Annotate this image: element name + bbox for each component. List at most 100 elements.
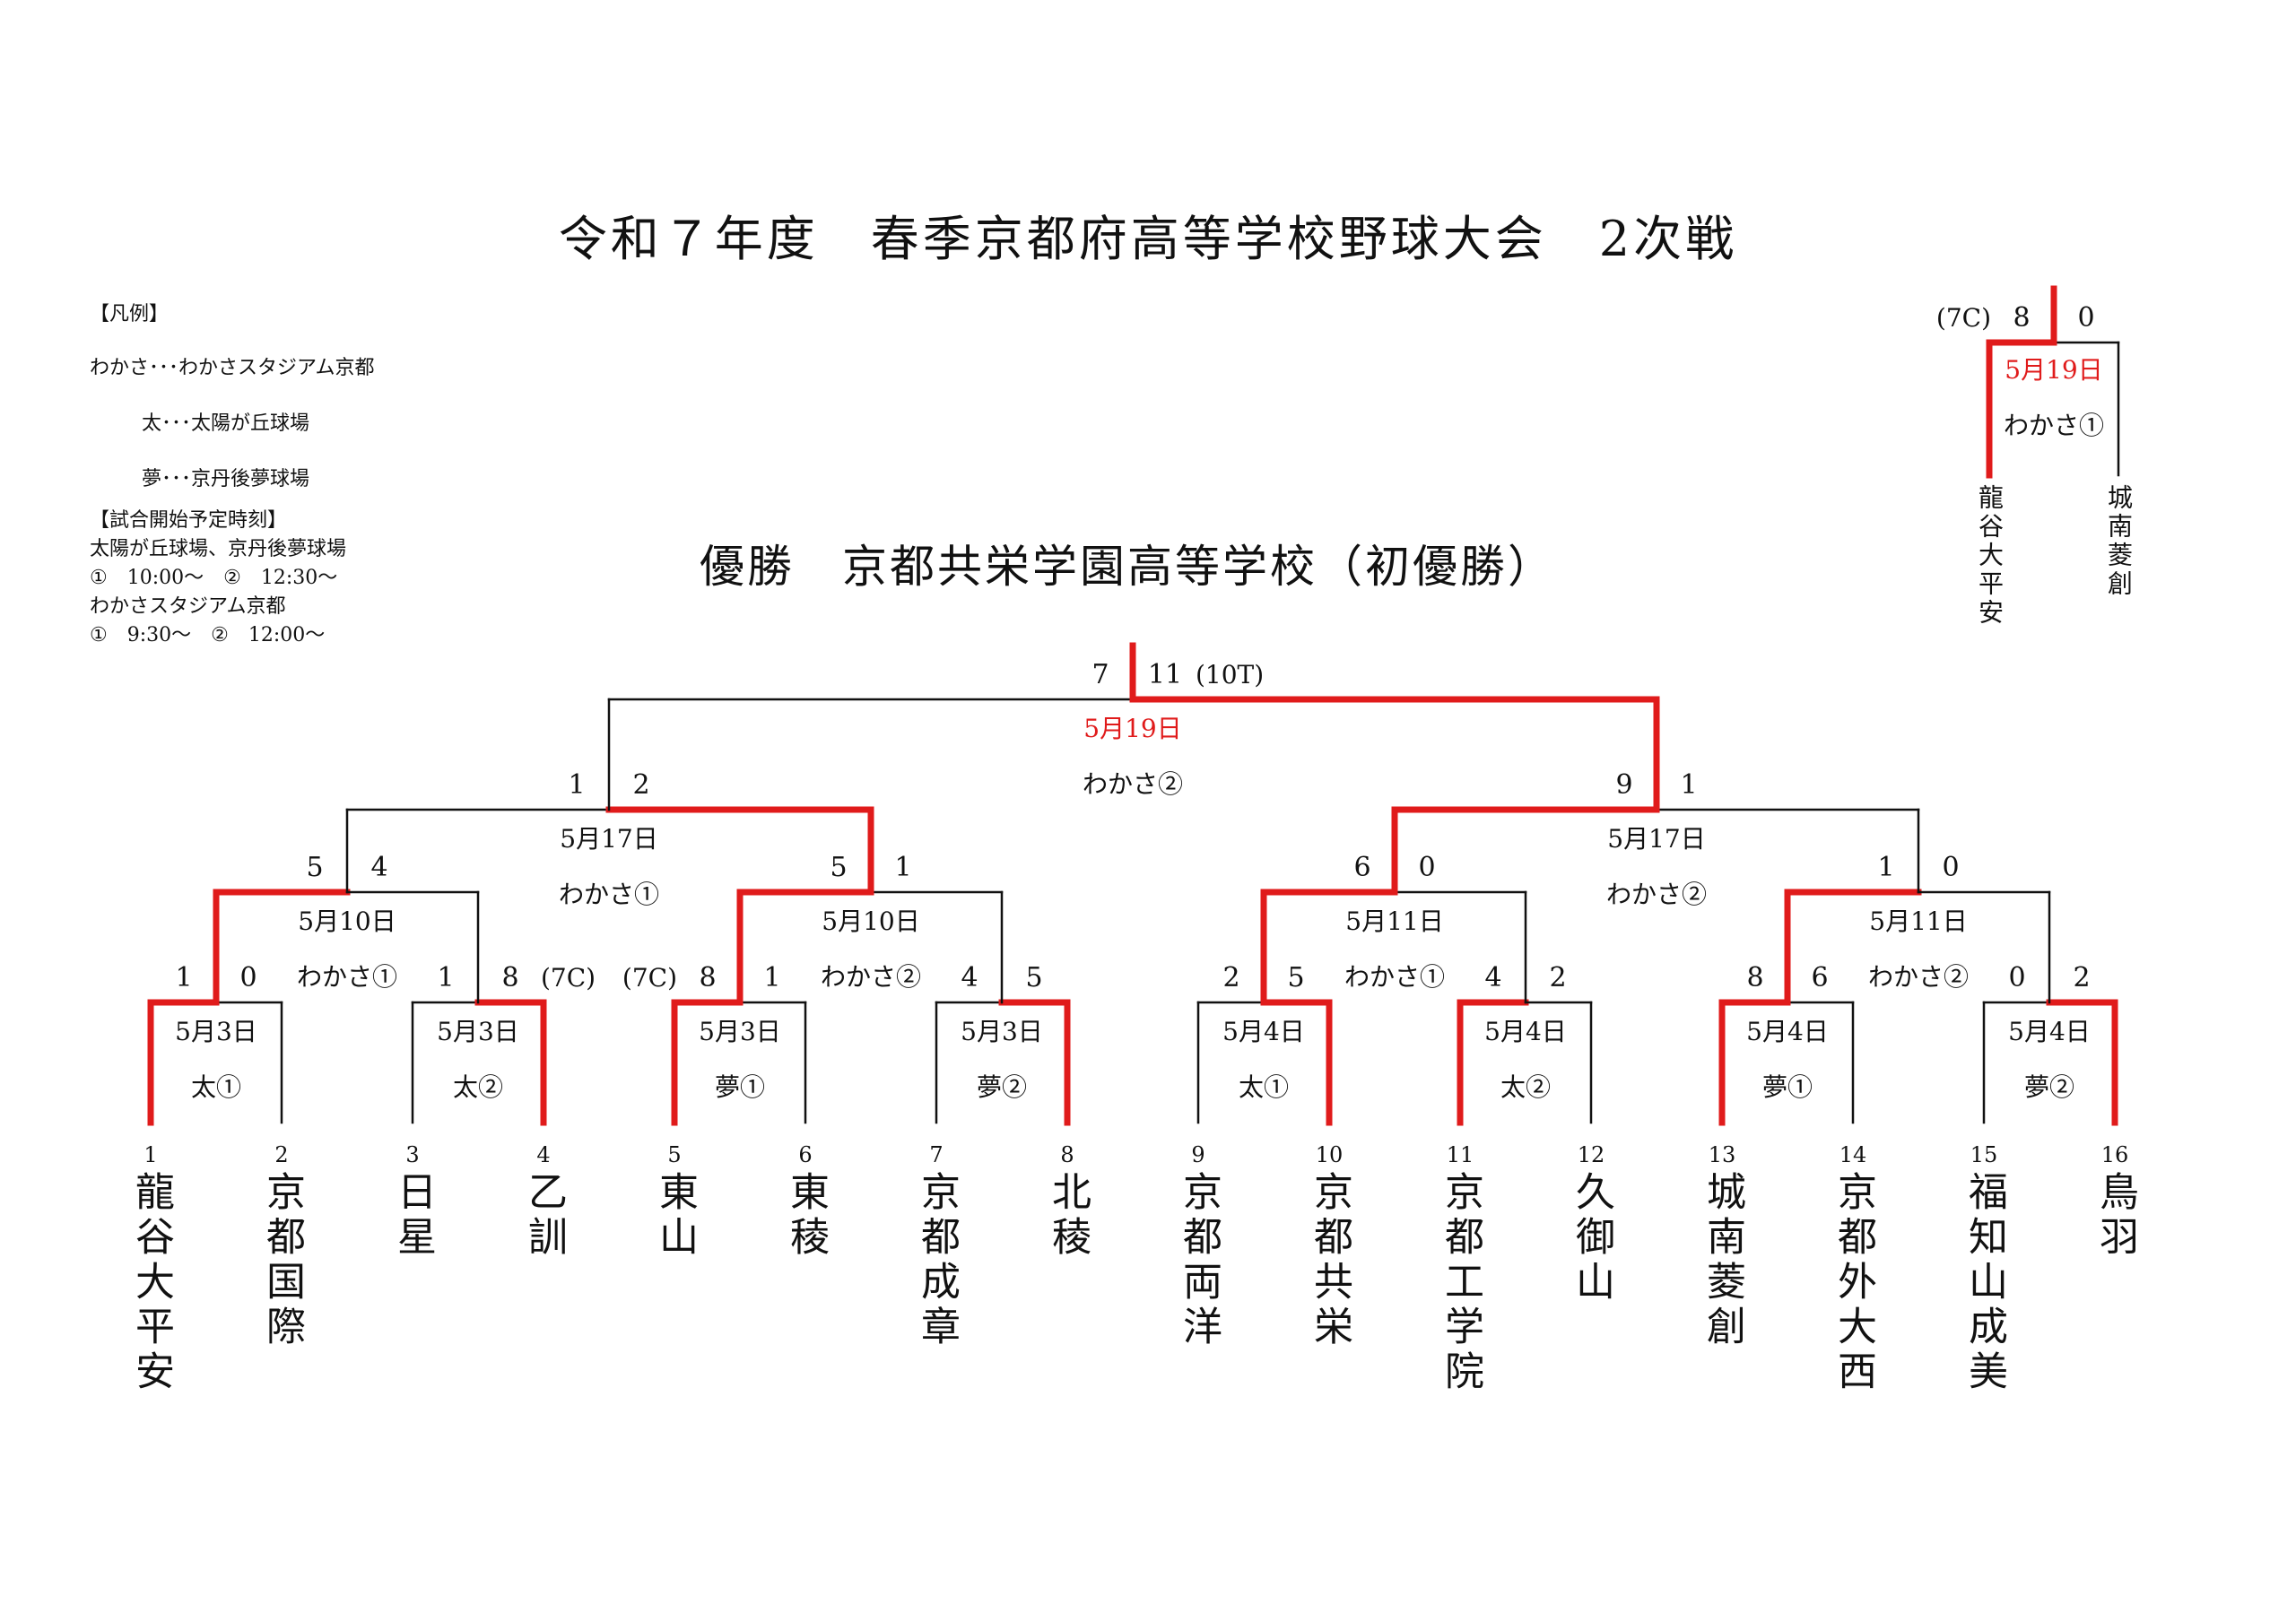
- team-number-2: 2: [274, 1142, 288, 1167]
- team-name-1: 龍谷大平安: [128, 1171, 174, 1395]
- team-number-9: 9: [1191, 1142, 1205, 1167]
- team-number-10: 10: [1316, 1142, 1344, 1167]
- legend-item-taiyo: 太･･･太陽が丘球場: [142, 412, 310, 435]
- match-date-r2m1: 5月10日: [298, 906, 396, 936]
- score-right-r2m1: 4: [370, 852, 387, 883]
- team-name-8: 北稜: [1045, 1171, 1091, 1261]
- match-venue-r3m2: わかさ②: [1606, 880, 1707, 909]
- match-venue-final: わかさ②: [1083, 769, 1183, 799]
- extra-match-team-2: 城南菱創: [2104, 484, 2134, 599]
- score-right-r1m3: 1: [763, 962, 780, 993]
- match-date-r2m3: 5月11日: [1345, 906, 1443, 936]
- extra-match-score-left: 8: [2013, 302, 2030, 334]
- team-number-1: 1: [144, 1142, 157, 1167]
- score-note-right-final: (10T): [1196, 660, 1264, 690]
- team-name-15: 福知山成美: [1961, 1171, 2007, 1395]
- match-date-r1m7: 5月4日: [1746, 1017, 1829, 1046]
- score-right-r2m3: 0: [1418, 852, 1435, 883]
- match-venue-r2m4: わかさ②: [1868, 962, 1969, 992]
- team-name-14: 京都外大西: [1831, 1171, 1876, 1395]
- match-date-r2m4: 5月11日: [1869, 906, 1967, 936]
- match-venue-r1m6: 太②: [1500, 1072, 1551, 1102]
- score-right-r3m2: 1: [1680, 769, 1697, 801]
- score-right-r3m1: 2: [632, 769, 649, 801]
- start-time-line-4: ① 9:30～ ② 12:00～: [90, 624, 326, 646]
- team-name-2: 京都国際: [259, 1171, 305, 1350]
- match-venue-r1m7: 夢①: [1762, 1072, 1813, 1102]
- score-left-final: 7: [1091, 659, 1109, 690]
- match-date-r2m2: 5月10日: [822, 906, 919, 936]
- start-time-line-1: 太陽が丘球場、京丹後夢球場: [90, 538, 347, 560]
- extra-match-date: 5月19日: [2005, 355, 2102, 385]
- team-number-16: 16: [2101, 1142, 2129, 1167]
- score-left-r2m4: 1: [1877, 852, 1894, 883]
- match-venue-r1m4: 夢②: [977, 1072, 1027, 1102]
- match-venue-r1m1: 太①: [191, 1072, 241, 1102]
- extra-match-venue: わかさ①: [2004, 411, 2104, 440]
- score-left-r1m2: 1: [437, 962, 454, 993]
- score-left-r2m1: 5: [306, 852, 323, 883]
- extra-match-note-left: (7C): [1936, 303, 1991, 333]
- score-right-r1m1: 0: [239, 962, 257, 993]
- score-left-r3m2: 9: [1615, 769, 1632, 801]
- team-name-12: 久御山: [1569, 1171, 1614, 1305]
- match-date-r3m2: 5月17日: [1607, 824, 1705, 854]
- match-date-r1m2: 5月3日: [437, 1017, 519, 1046]
- match-venue-r1m5: 太①: [1239, 1072, 1289, 1102]
- team-name-13: 城南菱創: [1700, 1171, 1745, 1350]
- team-number-3: 3: [405, 1142, 419, 1167]
- match-date-r1m6: 5月4日: [1484, 1017, 1567, 1046]
- score-left-r1m8: 0: [2008, 962, 2025, 993]
- score-note-right-r1m2: (7C): [541, 963, 596, 993]
- team-name-10: 京都共栄: [1307, 1171, 1352, 1350]
- match-date-r1m8: 5月4日: [2008, 1017, 2091, 1046]
- match-venue-r2m1: わかさ①: [297, 962, 397, 992]
- page-title: 令和７年度 春季京都府高等学校野球大会 2次戦: [558, 211, 1738, 267]
- match-venue-r2m3: わかさ①: [1344, 962, 1445, 992]
- match-venue-r3m1: わかさ①: [559, 880, 659, 909]
- team-name-7: 京都成章: [914, 1171, 960, 1350]
- team-name-4: 乙訓: [521, 1171, 567, 1261]
- match-date-r1m3: 5月3日: [699, 1017, 781, 1046]
- score-right-final: 11: [1148, 659, 1182, 690]
- match-venue-r1m3: 夢①: [715, 1072, 765, 1102]
- team-name-16: 鳥羽: [2092, 1171, 2138, 1261]
- match-date-r1m5: 5月4日: [1222, 1017, 1305, 1046]
- score-left-r2m3: 6: [1353, 852, 1370, 883]
- team-number-14: 14: [1839, 1142, 1867, 1167]
- team-number-7: 7: [929, 1142, 943, 1167]
- team-name-11: 京都工学院: [1438, 1171, 1483, 1395]
- legend-item-wakasa: わかさ･･･わかさスタジアム京都: [90, 357, 375, 379]
- team-number-5: 5: [667, 1142, 681, 1167]
- match-venue-r2m2: わかさ②: [821, 962, 921, 992]
- team-number-15: 15: [1970, 1142, 1998, 1167]
- match-date-r3m1: 5月17日: [560, 824, 657, 854]
- team-number-13: 13: [1709, 1142, 1736, 1167]
- team-number-8: 8: [1060, 1142, 1074, 1167]
- extra-match-team-1: 龍谷大平安: [1975, 484, 2005, 628]
- score-left-r2m2: 5: [830, 852, 847, 883]
- score-right-r1m7: 6: [1811, 962, 1828, 993]
- score-right-r1m8: 2: [2073, 962, 2090, 993]
- extra-match-score-right: 0: [2077, 302, 2094, 334]
- start-time-line-3: わかさスタジアム京都: [90, 595, 286, 618]
- score-left-r1m5: 2: [1222, 962, 1239, 993]
- champion-banner: 優勝 京都共栄学園高等学校（初優勝）: [700, 541, 1555, 593]
- score-left-r1m3: 8: [699, 962, 716, 993]
- match-date-r1m1: 5月3日: [175, 1017, 257, 1046]
- score-left-r1m6: 4: [1484, 962, 1501, 993]
- score-right-r2m2: 1: [894, 852, 911, 883]
- start-time-heading: 【試合開始予定時刻】: [90, 509, 288, 532]
- score-left-r1m7: 8: [1746, 962, 1763, 993]
- score-left-r3m1: 1: [568, 769, 585, 801]
- score-right-r1m2: 8: [501, 962, 518, 993]
- team-number-12: 12: [1578, 1142, 1605, 1167]
- score-note-left-r1m3: (7C): [622, 963, 677, 993]
- start-time-line-2: ① 10:00～ ② 12:30～: [90, 567, 338, 589]
- team-number-4: 4: [536, 1142, 550, 1167]
- score-left-r1m4: 4: [961, 962, 978, 993]
- legend-item-yume: 夢･･･京丹後夢球場: [142, 468, 310, 490]
- score-right-r2m4: 0: [1942, 852, 1959, 883]
- score-left-r1m1: 1: [175, 962, 192, 993]
